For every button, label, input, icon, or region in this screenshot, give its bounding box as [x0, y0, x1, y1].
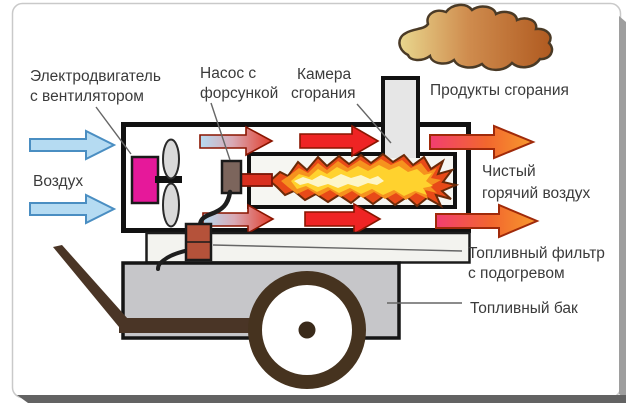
flame-icon	[268, 152, 460, 209]
leader-filter	[212, 244, 463, 252]
hot-air-arrow-top	[299, 124, 380, 158]
cold-air-arrow-bottom	[29, 193, 117, 225]
leader-motor	[95, 106, 132, 155]
cold-air-arrow-top	[29, 129, 117, 161]
fan-blade-top	[162, 138, 180, 180]
chimney-stack	[381, 76, 420, 158]
chassis-rail	[119, 318, 257, 333]
label-filter-line2: с подогревом	[468, 265, 565, 282]
label-chamber-line2: сгорания	[291, 85, 356, 102]
fuel-line-pump	[197, 189, 233, 229]
nozzle-pipe	[240, 173, 273, 187]
fan-blade-bottom	[162, 182, 180, 228]
label-air-in: Воздух	[33, 173, 83, 190]
frame-shadow-right	[619, 16, 626, 399]
handle-bar	[53, 245, 128, 327]
label-exhaust: Продукты сгорания	[430, 82, 569, 99]
label-motor-line2: с вентилятором	[30, 88, 144, 105]
wheel-hub	[298, 321, 316, 339]
label-pump-line2: форсункой	[200, 85, 278, 102]
label-filter-line1: Топливный фильтр	[468, 245, 605, 262]
label-chamber-line1: Камера	[297, 66, 352, 83]
fan-shaft	[155, 176, 182, 183]
clean-hot-air-arrow-bottom	[435, 203, 540, 239]
hot-air-arrow-bottom	[304, 202, 382, 236]
heating-air-arrow-top-left	[199, 125, 274, 157]
electric-motor	[130, 155, 160, 205]
label-air-out-line1: Чистый	[482, 163, 536, 180]
fuel-line-tank	[156, 248, 191, 271]
label-air-out-line2: горячий воздух	[482, 185, 591, 202]
clean-hot-air-arrow-top	[429, 124, 536, 160]
label-pump-line1: Насос с	[200, 65, 256, 82]
flame-core	[294, 174, 384, 188]
frame-shadow-bottom	[17, 395, 626, 403]
label-tank: Топливный бак	[470, 300, 578, 317]
leader-pump	[210, 102, 231, 161]
label-motor-line1: Электродвигатель	[30, 68, 161, 85]
leader-chamber	[356, 103, 392, 144]
wheel	[248, 271, 366, 389]
fuel-pump	[220, 159, 243, 195]
smoke-cloud-icon	[398, 3, 554, 72]
